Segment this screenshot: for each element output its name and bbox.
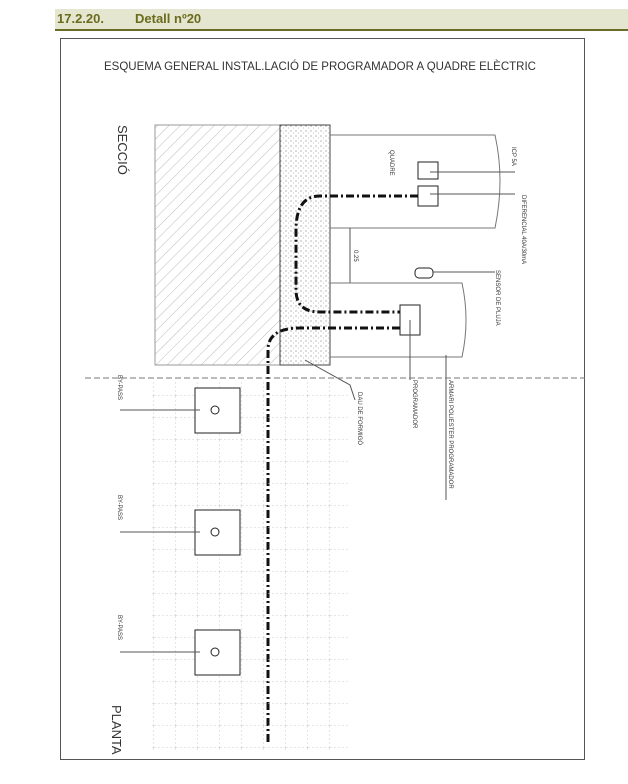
section-header: 17.2.20. Detall nº20 — [55, 9, 628, 31]
quadre-label: QUADRE — [388, 150, 394, 176]
plan-grid — [150, 382, 350, 750]
rain-sensor — [414, 267, 434, 279]
cable — [266, 194, 418, 745]
dau-label: DAU DE FORMIGÓ — [356, 392, 363, 445]
icp-label: ICP 5A — [510, 147, 516, 166]
section-title: Detall nº20 — [135, 11, 202, 26]
drawing-title: ESQUEMA GENERAL INSTAL.LACIÓ DE PROGRAMA… — [104, 60, 536, 73]
concrete-block — [279, 124, 331, 366]
plan-label: PLANTA — [109, 705, 124, 755]
differential-device — [417, 185, 439, 207]
sensor-label: SENSOR DE PLUJA — [494, 270, 500, 326]
icp-device — [417, 161, 439, 180]
svg-text:BY-PASS: BY-PASS — [116, 375, 122, 400]
quadre-cabinet — [330, 134, 501, 229]
wall-hatch — [154, 124, 281, 366]
svg-text:BY-PASS: BY-PASS — [116, 495, 122, 520]
drawing-frame — [60, 38, 585, 760]
programmer-label: PROGRAMADOR — [411, 380, 417, 429]
programmer-cabinet — [330, 282, 467, 358]
differential-label: DIFERENCIAL 40A/30mA — [520, 195, 526, 264]
bypass-1: BY-PASS — [116, 375, 241, 434]
bypass-2: BY-PASS — [116, 495, 241, 556]
section-label: SECCIÓ — [115, 125, 130, 175]
bypass-3: BY-PASS — [116, 615, 241, 676]
dimension-label: 0.25 — [352, 250, 358, 262]
section-number: 17.2.20. — [57, 11, 104, 26]
svg-text:BY-PASS: BY-PASS — [116, 615, 122, 640]
cabinet-label: ARMARI POLIESTER PROGRAMADOR — [447, 380, 453, 489]
